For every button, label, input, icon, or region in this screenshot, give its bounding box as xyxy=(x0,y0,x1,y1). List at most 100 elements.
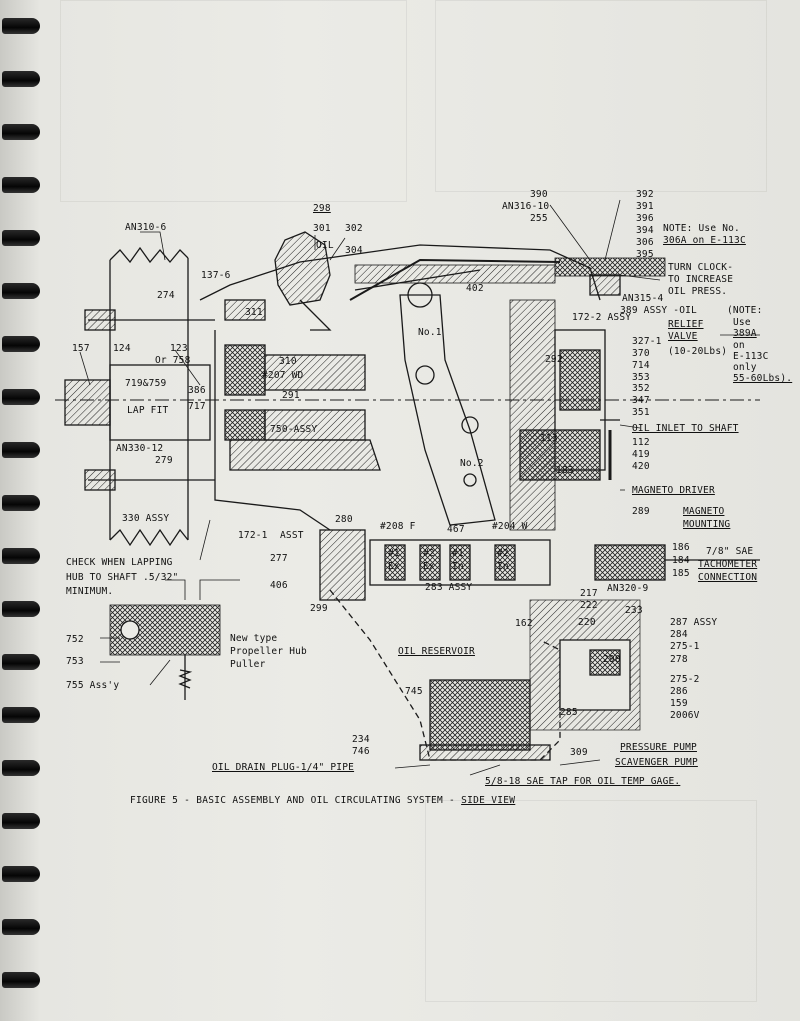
label-255: 255 xyxy=(530,213,548,224)
label-719-759: 719&759 xyxy=(125,378,167,389)
hub-zigzag-top xyxy=(109,246,189,264)
label-304: 304 xyxy=(345,245,363,256)
binding-coil xyxy=(2,707,40,723)
label-391: 391 xyxy=(636,201,654,212)
binding-coil xyxy=(2,18,40,34)
label-284: 284 xyxy=(670,629,688,640)
label-278: 278 xyxy=(670,654,688,665)
check-note-line2: HUB TO SHAFT .5/32" xyxy=(66,572,179,583)
label-123: 123 xyxy=(170,343,188,354)
note-389a-line4: on xyxy=(733,340,745,351)
label-311: 311 xyxy=(245,307,263,318)
label-relief: RELIEF xyxy=(668,319,704,330)
label-gear-1-ex-sub: Ex xyxy=(388,561,400,572)
label-puller: Puller xyxy=(230,659,266,670)
label-309: 309 xyxy=(570,747,588,758)
label-gear-1-in-sub: In xyxy=(452,561,464,572)
label-275-1: 275-1 xyxy=(670,641,700,652)
label-289: 289 xyxy=(632,506,650,517)
binding-coil xyxy=(2,71,40,87)
label-310: 310 xyxy=(279,356,297,367)
spiral-binding xyxy=(0,0,48,1021)
note-306a-line1: NOTE: Use No. xyxy=(663,223,740,234)
label-207-wd: #207 WD xyxy=(262,370,304,381)
label-172-1: 172-1 xyxy=(238,530,268,541)
label-298: 298 xyxy=(313,203,331,214)
label-714: 714 xyxy=(632,360,650,371)
label-351: 351 xyxy=(632,407,650,418)
label-306: 306 xyxy=(636,237,654,248)
label-or-758: Or 758 xyxy=(155,355,191,366)
binding-coil xyxy=(2,495,40,511)
label-217: 217 xyxy=(580,588,598,599)
label-287-assy: 287 ASSY xyxy=(670,617,718,628)
binding-coil xyxy=(2,760,40,776)
label-402: 402 xyxy=(466,283,484,294)
label-302: 302 xyxy=(345,223,363,234)
label-137-6: 137-6 xyxy=(201,270,231,281)
label-392: 392 xyxy=(636,189,654,200)
label-280: 280 xyxy=(335,514,353,525)
label-connection: CONNECTION xyxy=(698,572,758,583)
label-745: 745 xyxy=(405,686,423,697)
label-386: 386 xyxy=(188,385,206,396)
label-an315-4: AN315-4 xyxy=(622,293,664,304)
label-752: 752 xyxy=(66,634,84,645)
label-274: 274 xyxy=(157,290,175,301)
label-magneto: MAGNETO xyxy=(683,506,725,517)
label-magneto-driver: MAGNETO DRIVER xyxy=(632,485,715,496)
label-290: 290 xyxy=(603,654,621,665)
label-propeller-hub: Propeller Hub xyxy=(230,646,307,657)
label-389-assy: 389 ASSY -OIL xyxy=(620,305,697,316)
label-467: 467 xyxy=(447,524,465,535)
binding-coil xyxy=(2,813,40,829)
label-7-8-sae: 7/8" SAE xyxy=(706,546,754,557)
binding-coil xyxy=(2,442,40,458)
label-113: 113 xyxy=(540,433,558,444)
label-scavenger-pump: SCAVENGER PUMP xyxy=(615,757,698,768)
label-291: 291 xyxy=(282,390,300,401)
label-222: 222 xyxy=(580,600,598,611)
label-275-2: 275-2 xyxy=(670,674,700,685)
binding-coil xyxy=(2,654,40,670)
binding-coil xyxy=(2,124,40,140)
binding-coil xyxy=(2,919,40,935)
hub-zigzag-bottom xyxy=(109,528,189,547)
label-159: 159 xyxy=(670,698,688,709)
label-233: 233 xyxy=(625,605,643,616)
label-292: 292 xyxy=(545,354,563,365)
check-note-line3: MINIMUM. xyxy=(66,586,114,597)
label-186: 186 xyxy=(672,542,690,553)
figure-caption-main: FIGURE 5 - BASIC ASSEMBLY AND OIL CIRCUL… xyxy=(130,795,456,806)
label-420: 420 xyxy=(632,461,650,472)
binding-coil xyxy=(2,389,40,405)
bleed-through-frame-left xyxy=(60,0,407,202)
label-tachometer: TACHOMETER xyxy=(698,559,758,570)
label-assy: ASST xyxy=(280,530,304,541)
label-352: 352 xyxy=(632,383,650,394)
label-283-assy: 283 ASSY xyxy=(425,582,473,593)
check-note-line1: CHECK WHEN LAPPING xyxy=(66,557,173,568)
label-lap-fit: LAP FIT xyxy=(127,405,169,416)
binding-coil xyxy=(2,230,40,246)
label-gear-2-in: #2 xyxy=(497,548,509,559)
note-389a-line3: 389A xyxy=(733,328,757,339)
figure-caption: FIGURE 5 - BASIC ASSEMBLY AND OIL CIRCUL… xyxy=(130,795,515,806)
label-oil-reservoir: OIL RESERVOIR xyxy=(398,646,475,657)
note-389a-line2: Use xyxy=(733,317,751,328)
label-an320-9: AN320-9 xyxy=(607,583,649,594)
binding-coil xyxy=(2,548,40,564)
label-112: 112 xyxy=(632,437,650,448)
label-750-assy: 750-ASSY xyxy=(270,424,318,435)
label-172-2: 172-2 ASSY xyxy=(572,312,632,323)
label-406: 406 xyxy=(270,580,288,591)
bleed-through-frame-lower xyxy=(425,800,757,1002)
label-162: 162 xyxy=(515,618,533,629)
label-353: 353 xyxy=(632,372,650,383)
label-2006v: 2006V xyxy=(670,710,700,721)
label-to-increase: TO INCREASE xyxy=(668,274,734,285)
label-an316-10: AN316-10 xyxy=(502,201,550,212)
label-286: 286 xyxy=(670,686,688,697)
